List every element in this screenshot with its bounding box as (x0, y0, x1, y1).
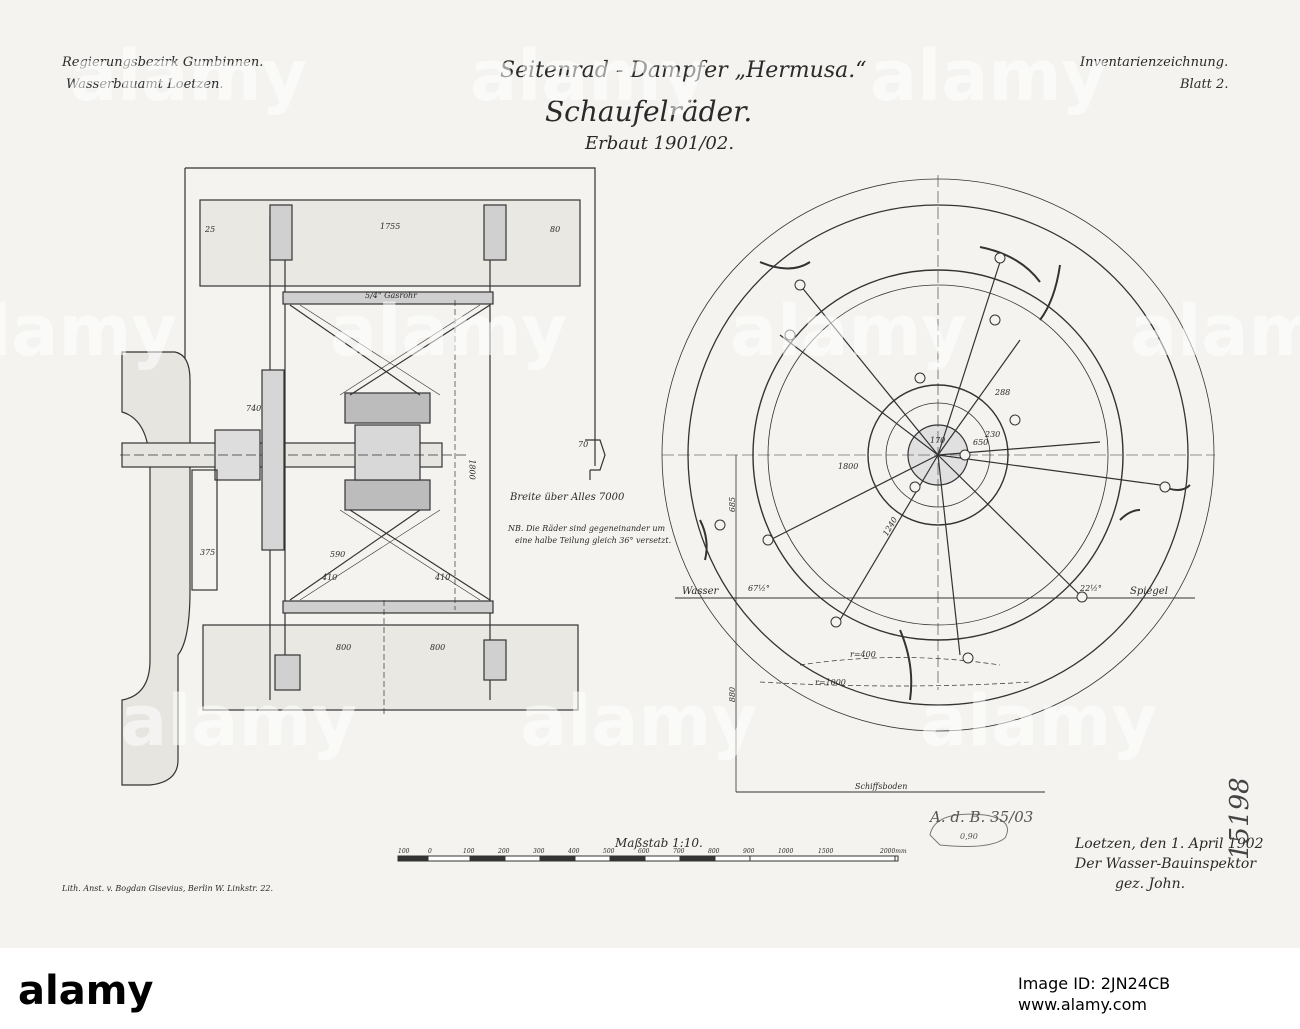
water-level-label: Spiegel (1130, 586, 1168, 597)
wheel-dim-1800: 1800 (838, 462, 859, 471)
image-id: Image ID: 2JN24CB (1018, 974, 1171, 993)
place-date: Loetzen, den 1. April 1902 (1075, 836, 1264, 852)
overall-width-note: Breite über Alles 7000 (510, 492, 625, 503)
note-line-1: NB. Die Räder sind gegeneinander um (508, 524, 666, 533)
dim-80: 80 (550, 225, 561, 234)
drawing-title: Seitenrad - Dampfer „Hermusa.“ (500, 58, 867, 83)
dim-25: 25 (205, 225, 216, 234)
scale-tick-label: 100 (398, 848, 410, 855)
built-year: Erbaut 1901/02. (585, 133, 735, 154)
dim-1755: 1755 (380, 222, 401, 231)
scale-tick-label: 1000 (778, 848, 794, 855)
inspector-title: Der Wasser-Bauinspektor (1075, 856, 1257, 872)
signature: gez. John. (1115, 876, 1186, 892)
stock-url: www.alamy.com (1018, 995, 1147, 1014)
pipe-label: 5/4" Gasrohr (365, 291, 417, 300)
scale-tick-label: 200 (498, 848, 510, 855)
scale-tick-label: 800 (708, 848, 720, 855)
dim-1800: 1800 (467, 459, 477, 480)
inventory-number: 15198 (1225, 777, 1255, 860)
scale-tick-label: 0 (428, 848, 432, 855)
office-label: Wasserbauamt Loetzen. (66, 77, 224, 92)
archive-stamp: A. d. B. 35/03 (930, 808, 1034, 826)
water-label: Wasser (682, 586, 719, 597)
scale-tick-label: 500 (603, 848, 615, 855)
dim-70: 70 (578, 440, 589, 449)
wheel-dim-1000: r=1000 (815, 678, 846, 687)
wheel-dim-650: 650 (973, 438, 989, 447)
dim-740: 740 (246, 404, 262, 413)
angle-right: 22½° (1080, 584, 1102, 593)
dim-410-left: 410 (322, 573, 338, 582)
scale-label: Maßstab 1:10. (615, 836, 703, 850)
scale-tick-label: 600 (638, 848, 650, 855)
scale-tick-label: 100 (463, 848, 475, 855)
scale-tick-label: 400 (568, 848, 580, 855)
dim-410-right: 410 (435, 573, 451, 582)
wheel-dim-685: 685 (728, 496, 738, 513)
dim-590: 590 (330, 550, 346, 559)
wheel-dim-400: r=400 (850, 650, 876, 659)
dim-375: 375 (200, 548, 216, 557)
ship-bottom-label: Schiffsboden (855, 782, 908, 791)
dim-800-right: 800 (430, 643, 446, 652)
stock-logo: alamy (18, 968, 154, 1014)
dim-800-left: 800 (336, 643, 352, 652)
scale-tick-label: 700 (673, 848, 685, 855)
wheel-dim-230: 230 (985, 430, 1001, 439)
archive-stamp-sub: 0,90 (960, 832, 978, 841)
wheel-dim-880: 880 (728, 686, 738, 703)
angle-left: 67½° (748, 584, 770, 593)
note-line-2: eine halbe Teilung gleich 36° versetzt. (515, 536, 672, 545)
wheel-dim-170: 170 (930, 436, 946, 445)
scale-tick-label: 900 (743, 848, 755, 855)
scale-tick-label: 1500 (818, 848, 834, 855)
printer-credit: Lith. Anst. v. Bogdan Gisevius, Berlin W… (62, 884, 274, 893)
scale-tick-label: 300 (533, 848, 545, 855)
sheet-number: Blatt 2. (1180, 77, 1229, 92)
district-label: Regierungsbezirk Gumbinnen. (62, 55, 264, 70)
scale-tick-label: 2000mm (880, 848, 907, 855)
drawing-subtitle: Schaufelräder. (545, 95, 753, 128)
wheel-dim-288: 288 (995, 388, 1011, 397)
sheet-type: Inventarienzeichnung. (1080, 55, 1229, 70)
stock-footer-bar (0, 948, 1300, 1029)
